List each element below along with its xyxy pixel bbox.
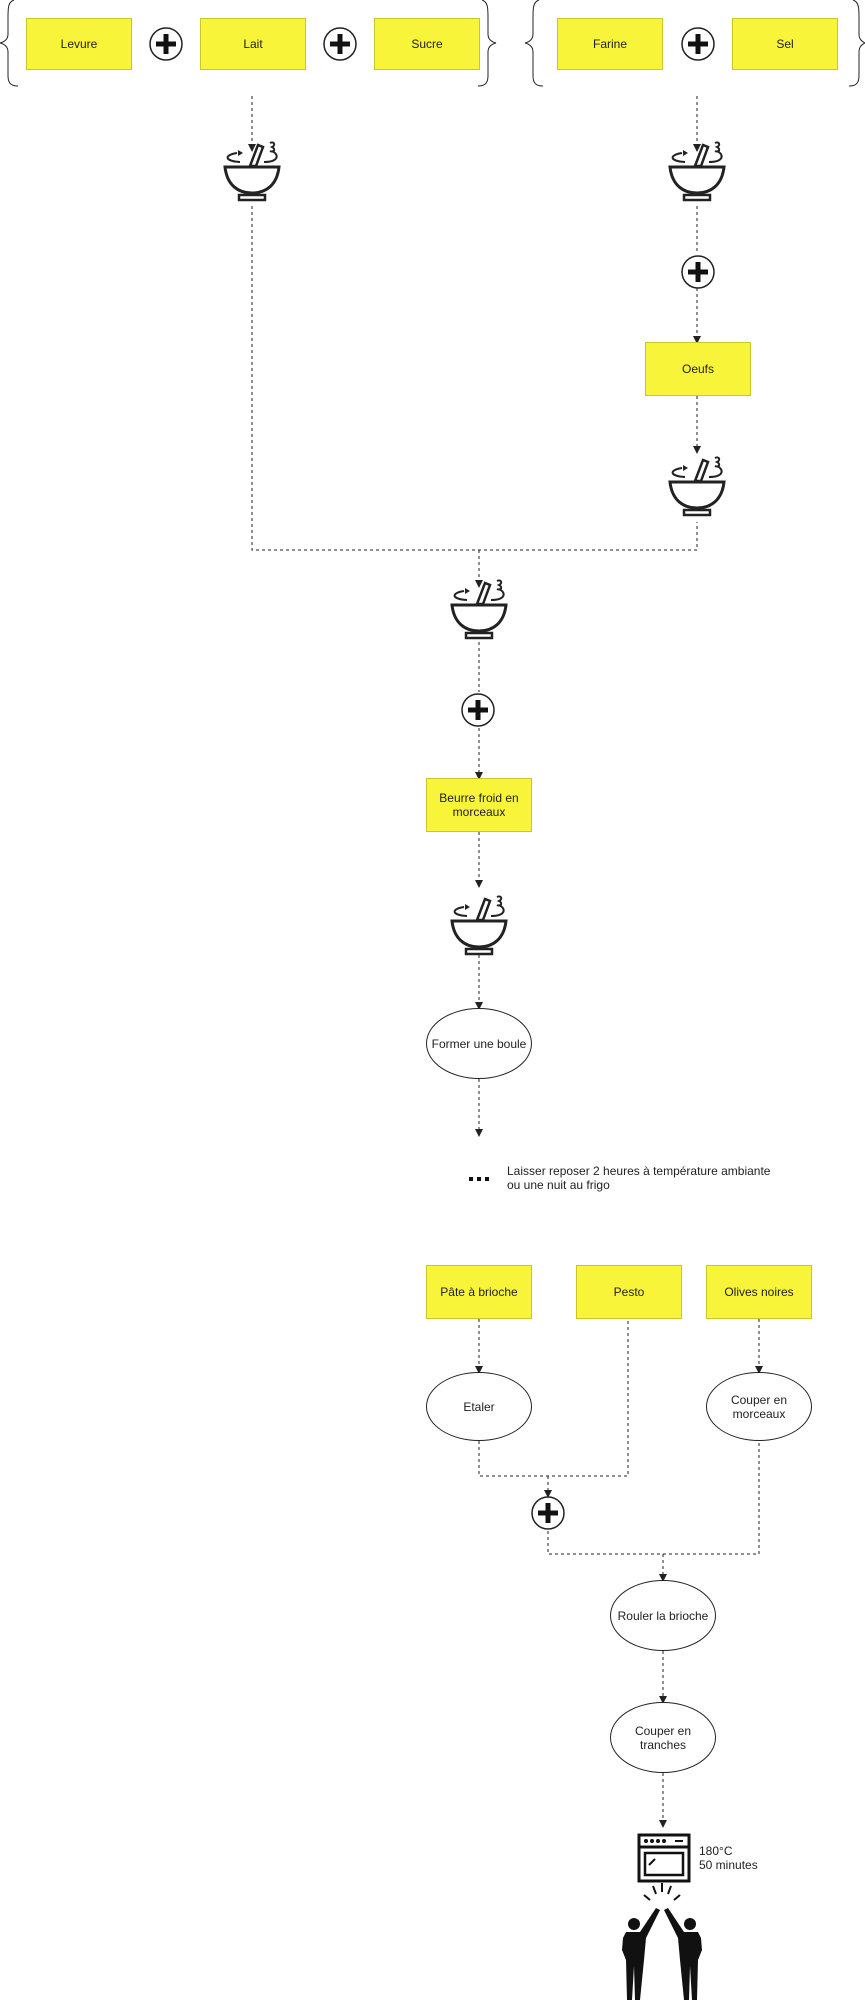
connectors bbox=[248, 96, 763, 1828]
mixing-bowl-icon bbox=[668, 455, 726, 517]
plus-icon bbox=[149, 27, 183, 61]
ellipsis-icon bbox=[469, 1177, 489, 1181]
mixing-bowl-icon bbox=[223, 140, 281, 202]
step-couper-tranches: Couper en tranches bbox=[610, 1702, 716, 1773]
ingredient-pesto: Pesto bbox=[576, 1265, 682, 1319]
step-former-boule: Former une boule bbox=[426, 1008, 532, 1079]
plus-icon bbox=[681, 255, 715, 289]
plus-icon bbox=[461, 693, 495, 727]
group-brace-right bbox=[524, 0, 544, 87]
ingredient-farine: Farine bbox=[557, 18, 663, 70]
rest-note: Laisser reposer 2 heures à température a… bbox=[507, 1164, 770, 1192]
group-brace-left-end bbox=[477, 0, 497, 87]
rest-note-line2: ou une nuit au frigo bbox=[507, 1178, 610, 1192]
mixing-bowl-icon bbox=[450, 894, 508, 956]
mixing-bowl-icon bbox=[450, 578, 508, 640]
plus-icon bbox=[531, 1496, 565, 1530]
ingredient-oeufs: Oeufs bbox=[645, 342, 751, 396]
plus-icon bbox=[323, 27, 357, 61]
step-couper-morceaux: Couper en morceaux bbox=[706, 1372, 812, 1441]
ingredient-sel: Sel bbox=[732, 18, 838, 70]
group-brace-left bbox=[0, 0, 19, 87]
oven-duration: 50 minutes bbox=[699, 1858, 758, 1872]
rest-note-line1: Laisser reposer 2 heures à température a… bbox=[507, 1164, 771, 1178]
ingredient-pate-brioche: Pâte à brioche bbox=[426, 1265, 532, 1319]
ingredient-lait: Lait bbox=[200, 18, 306, 70]
ingredient-levure: Levure bbox=[26, 18, 132, 70]
mixing-bowl-icon bbox=[668, 140, 726, 202]
ingredient-beurre: Beurre froid en morceaux bbox=[426, 778, 532, 832]
high-five-icon bbox=[622, 1883, 702, 2000]
ingredient-olives-noires: Olives noires bbox=[706, 1265, 812, 1319]
step-etaler: Etaler bbox=[426, 1372, 532, 1441]
step-rouler-brioche: Rouler la brioche bbox=[610, 1580, 716, 1651]
plus-icon bbox=[681, 27, 715, 61]
oven-icon bbox=[637, 1833, 691, 1883]
group-brace-right-end bbox=[848, 0, 865, 87]
ingredient-sucre: Sucre bbox=[374, 18, 480, 70]
oven-note: 180°C 50 minutes bbox=[699, 1844, 758, 1872]
oven-temperature: 180°C bbox=[699, 1844, 733, 1858]
